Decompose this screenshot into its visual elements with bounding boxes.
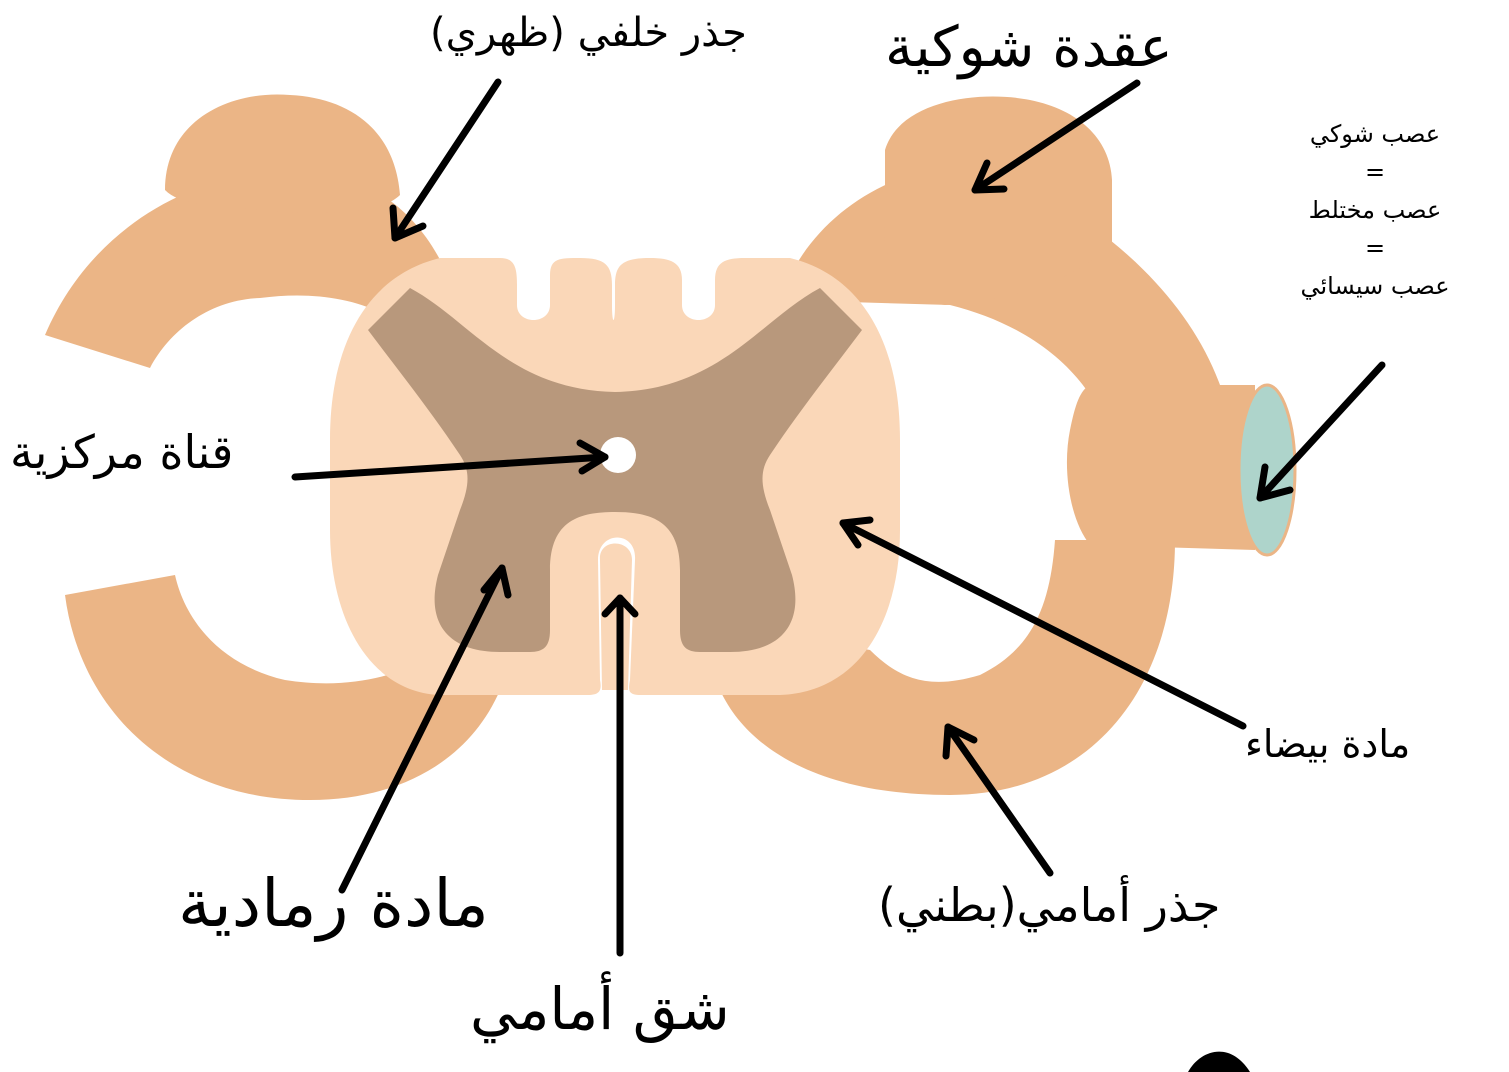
label-gray-matter: مادة رمادية [178, 865, 489, 942]
bottom-partial-shape [1188, 1052, 1250, 1072]
label-central-canal: قناة مركزية [10, 425, 233, 479]
arrow-dorsal-root [393, 82, 498, 238]
spinal-nerve-note: عصب شوكي = عصب مختلط = عصب سيسائي [1250, 115, 1500, 305]
label-anterior-fissure: شق أمامي [470, 975, 730, 1043]
label-white-matter: مادة بيضاء [1245, 722, 1410, 766]
nerve-note-line-2: عصب مختلط [1250, 191, 1500, 229]
nerve-note-equals-1: = [1250, 153, 1500, 191]
spinal-cord-section [330, 258, 900, 695]
label-ventral-root: جذر أمامي(بطني) [878, 878, 1220, 932]
label-dorsal-root: جذر خلفي (ظهري) [430, 10, 747, 56]
label-spinal-ganglion: عقدة شوكية [885, 15, 1173, 80]
left-dorsal-root-cap [165, 94, 400, 212]
nerve-note-equals-2: = [1250, 229, 1500, 267]
spinal-nerve-trunk [1067, 385, 1255, 550]
nerve-note-line-1: عصب شوكي [1250, 115, 1500, 153]
nerve-note-line-3: عصب سيسائي [1250, 267, 1500, 305]
